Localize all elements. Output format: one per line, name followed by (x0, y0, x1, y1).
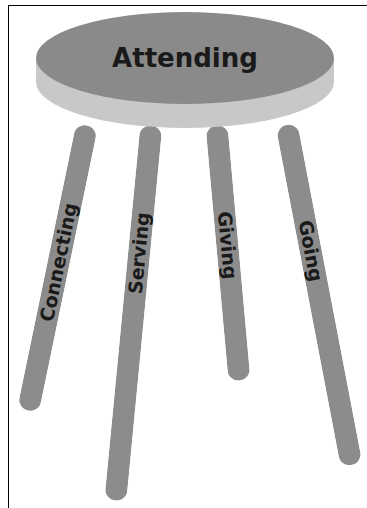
stool-seat: Attending (35, 8, 335, 148)
node-label: Attending (112, 43, 258, 73)
leg-shape (276, 123, 363, 467)
stool-leg: Giving (206, 124, 251, 381)
node-label: Connecting (37, 201, 80, 323)
stool-leg: Going (276, 123, 363, 467)
seat-shape (35, 8, 335, 148)
stool-leg: Serving (104, 124, 162, 501)
node-label: Giving (215, 210, 240, 280)
stool-leg: Connecting (17, 123, 98, 412)
leg-shape (104, 124, 162, 501)
node-label: Serving (125, 211, 152, 294)
node-label: Going (296, 218, 326, 283)
